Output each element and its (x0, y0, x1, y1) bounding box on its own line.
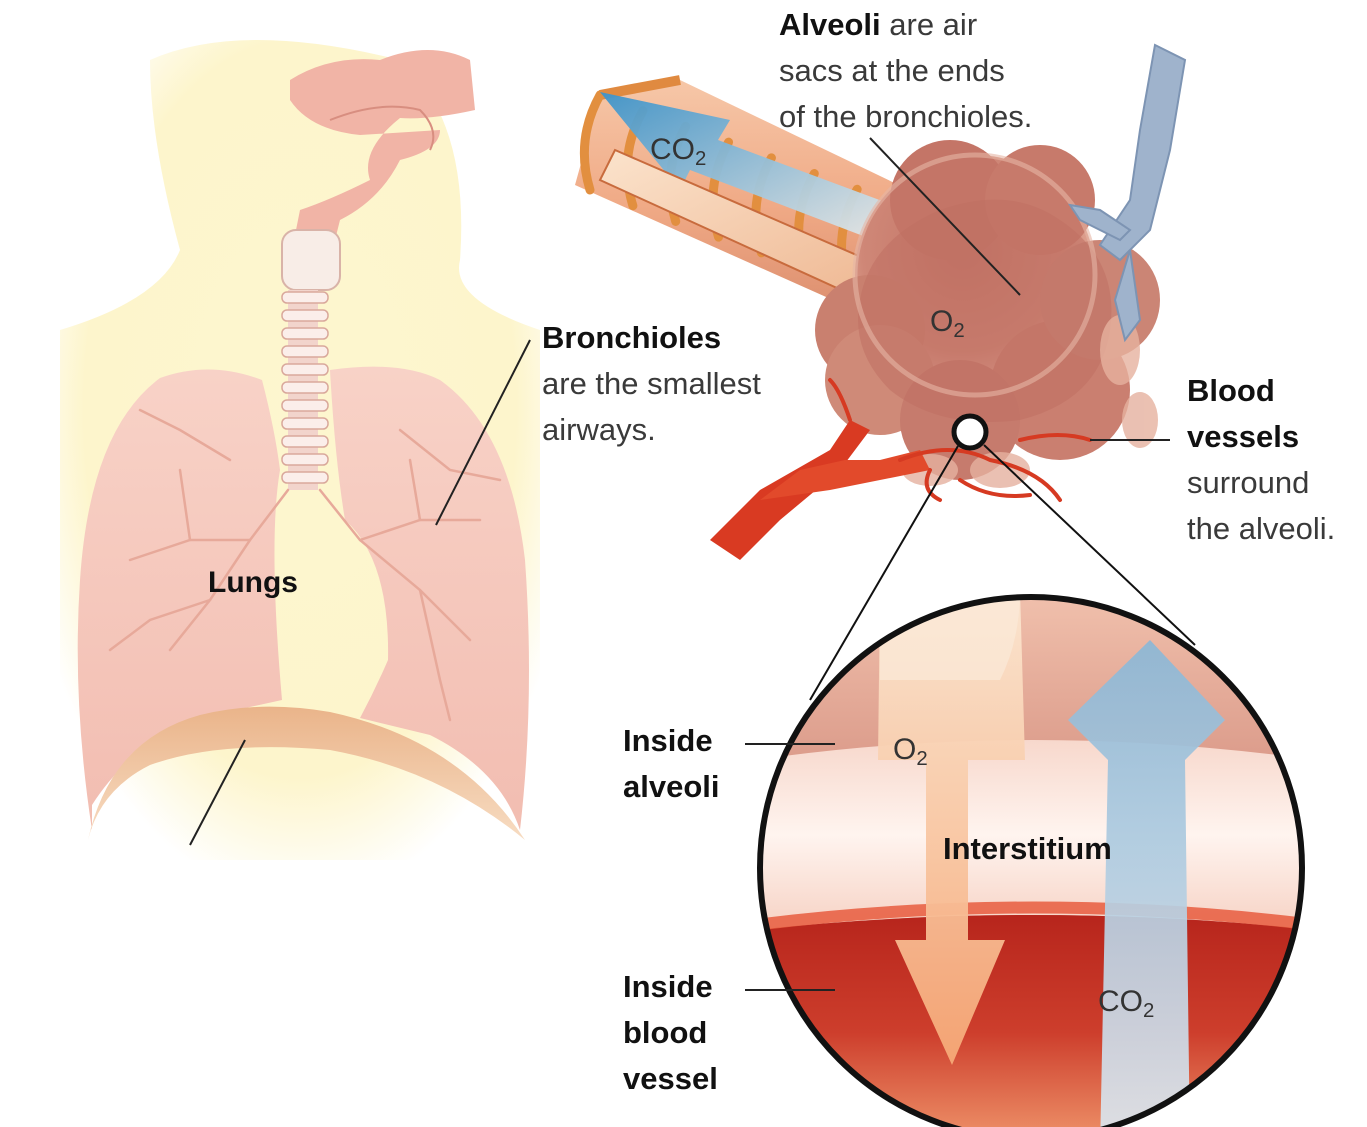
trachea-ring (282, 364, 328, 375)
trachea-ring (282, 472, 328, 483)
lungs-label: Lungs (208, 560, 298, 606)
alveoli-term: Alveoli (779, 7, 881, 42)
interstitium-label: Interstitium (943, 826, 1112, 872)
o2-label-zoom: O2 (893, 733, 928, 771)
alveoli-desc-1: are air (881, 7, 977, 42)
blood-term-2: vessels (1187, 414, 1335, 460)
alveoli-desc-3: of the bronchioles. (779, 94, 1032, 140)
trachea-ring (282, 382, 328, 393)
trachea-ring (282, 328, 328, 339)
trachea-ring (282, 436, 328, 447)
bronchioles-desc-2: airways. (542, 407, 761, 453)
trachea-ring (282, 418, 328, 429)
bronchioles-desc-1: are the smallest (542, 361, 761, 407)
blood-desc-1: surround (1187, 460, 1335, 506)
bronchioles-term: Bronchioles (542, 315, 761, 361)
trachea-ring (282, 454, 328, 465)
trachea-ring (282, 346, 328, 357)
bronchioles-label: Bronchioles are the smallest airways. (542, 315, 761, 453)
trachea-ring (282, 292, 328, 303)
blood-vessels-label: Blood vessels surround the alveoli. (1187, 368, 1335, 552)
co2-label-top: CO2 (650, 133, 706, 171)
inside-blood-vessel-label: Inside blood vessel (623, 964, 718, 1102)
blood-term-1: Blood (1187, 368, 1335, 414)
alveoli-label: Alveoli are air sacs at the ends of the … (779, 2, 1032, 140)
trachea-rings (282, 292, 328, 483)
inside-alveoli-label: Inside alveoli (623, 718, 720, 810)
trachea-ring (282, 400, 328, 411)
blood-desc-2: the alveoli. (1187, 506, 1335, 552)
co2-label-zoom: CO2 (1098, 985, 1154, 1023)
trachea-ring (282, 310, 328, 321)
magnifier-ring (954, 416, 986, 448)
alveoli-desc-2: sacs at the ends (779, 48, 1032, 94)
o2-label-top: O2 (930, 305, 965, 343)
